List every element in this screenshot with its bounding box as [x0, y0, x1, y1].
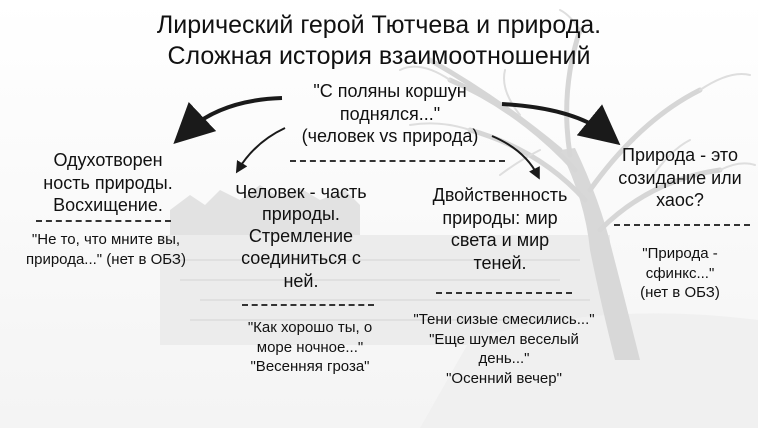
branch2-quote-2: море ночное...": [256, 338, 364, 356]
branch4-divider: [614, 224, 750, 226]
central-divider: [290, 160, 505, 162]
branch3-line-4: теней.: [473, 252, 527, 273]
branch-creation-or-chaos: Природа - это созидание или хаос?: [605, 144, 755, 212]
branch1-line-2: ность природы.: [43, 172, 173, 193]
branch1-line-3: Восхищение.: [53, 195, 163, 215]
arrow-left-icon: [173, 96, 283, 144]
branch3-quote-3: день...": [478, 350, 530, 367]
branch1-quote-2: природа..." (нет в ОБЗ): [26, 250, 186, 268]
branch4-line-1: Природа - это: [622, 145, 738, 165]
branch3-line-3: света и мир: [450, 230, 550, 250]
branch3-quote-1: "Тени сизые смесились...": [413, 311, 595, 328]
page-title: Лирический герой Тютчева и природа. Слож…: [0, 10, 758, 71]
branch2-line-4: соединиться с: [241, 248, 361, 269]
branch-spiritualized-nature: Одухотворен ность природы. Восхищение.: [8, 149, 208, 217]
branch4-line-3: хаос?: [656, 190, 704, 210]
branch2-line-2: природы.: [262, 204, 340, 225]
branch3-line-1: Двойственность: [432, 185, 568, 205]
central-topic-line-2: поднялся...": [339, 103, 441, 124]
branch1-line-1: Одухотворен: [53, 150, 163, 170]
branch4-quote-3: (нет в ОБЗ): [640, 284, 720, 301]
branch3-quotes: "Тени сизые смесились..." "Еще шумел вес…: [386, 310, 622, 388]
branch-human-part-of-nature: Человек - часть природы. Стремление соед…: [226, 181, 376, 292]
branch3-line-2: природы: мир: [442, 207, 558, 228]
branch1-quote-1: "Не то, что мните вы,: [31, 231, 181, 248]
central-topic-line-1: "С поляны коршун: [313, 81, 467, 101]
branch4-line-2: созидание или: [618, 167, 742, 188]
branch2-quotes: "Как хорошо ты, о море ночное..." "Весен…: [222, 318, 398, 377]
branch3-quote-4: "Осенний вечер": [446, 369, 562, 387]
branch2-quote-1: "Как хорошо ты, о: [247, 319, 373, 336]
branch1-divider: [36, 220, 171, 222]
branch-dual-nature: Двойственность природы: мир света и мир …: [410, 184, 590, 274]
branch2-quote-3: "Весенняя гроза": [250, 358, 370, 375]
arrow-right-icon: [501, 102, 621, 146]
branch3-divider: [436, 292, 572, 294]
arrow-mid-left-icon: [235, 127, 286, 174]
title-line-2: Сложная история взаимоотношений: [167, 41, 591, 70]
branch2-line-1: Человек - часть: [235, 182, 367, 202]
branch2-divider: [242, 304, 374, 306]
branch1-quotes: "Не то, что мните вы, природа..." (нет в…: [0, 230, 212, 269]
title-line-1: Лирический герой Тютчева и природа.: [156, 11, 602, 39]
branch4-quotes: "Природа - сфинкс..." (нет в ОБЗ): [610, 244, 750, 303]
branch4-quote-2: сфинкс...": [645, 264, 715, 282]
branch3-quote-2: "Еще шумел веселый: [429, 330, 579, 348]
branch2-line-5: ней.: [283, 270, 319, 291]
arrow-mid-right-icon: [491, 135, 540, 180]
central-topic: "С поляны коршун поднялся..." (человек v…: [270, 80, 510, 148]
branch2-line-3: Стремление: [248, 226, 354, 247]
central-topic-line-3: (человек vs природа): [301, 126, 479, 146]
branch4-quote-1: "Природа -: [642, 245, 718, 262]
